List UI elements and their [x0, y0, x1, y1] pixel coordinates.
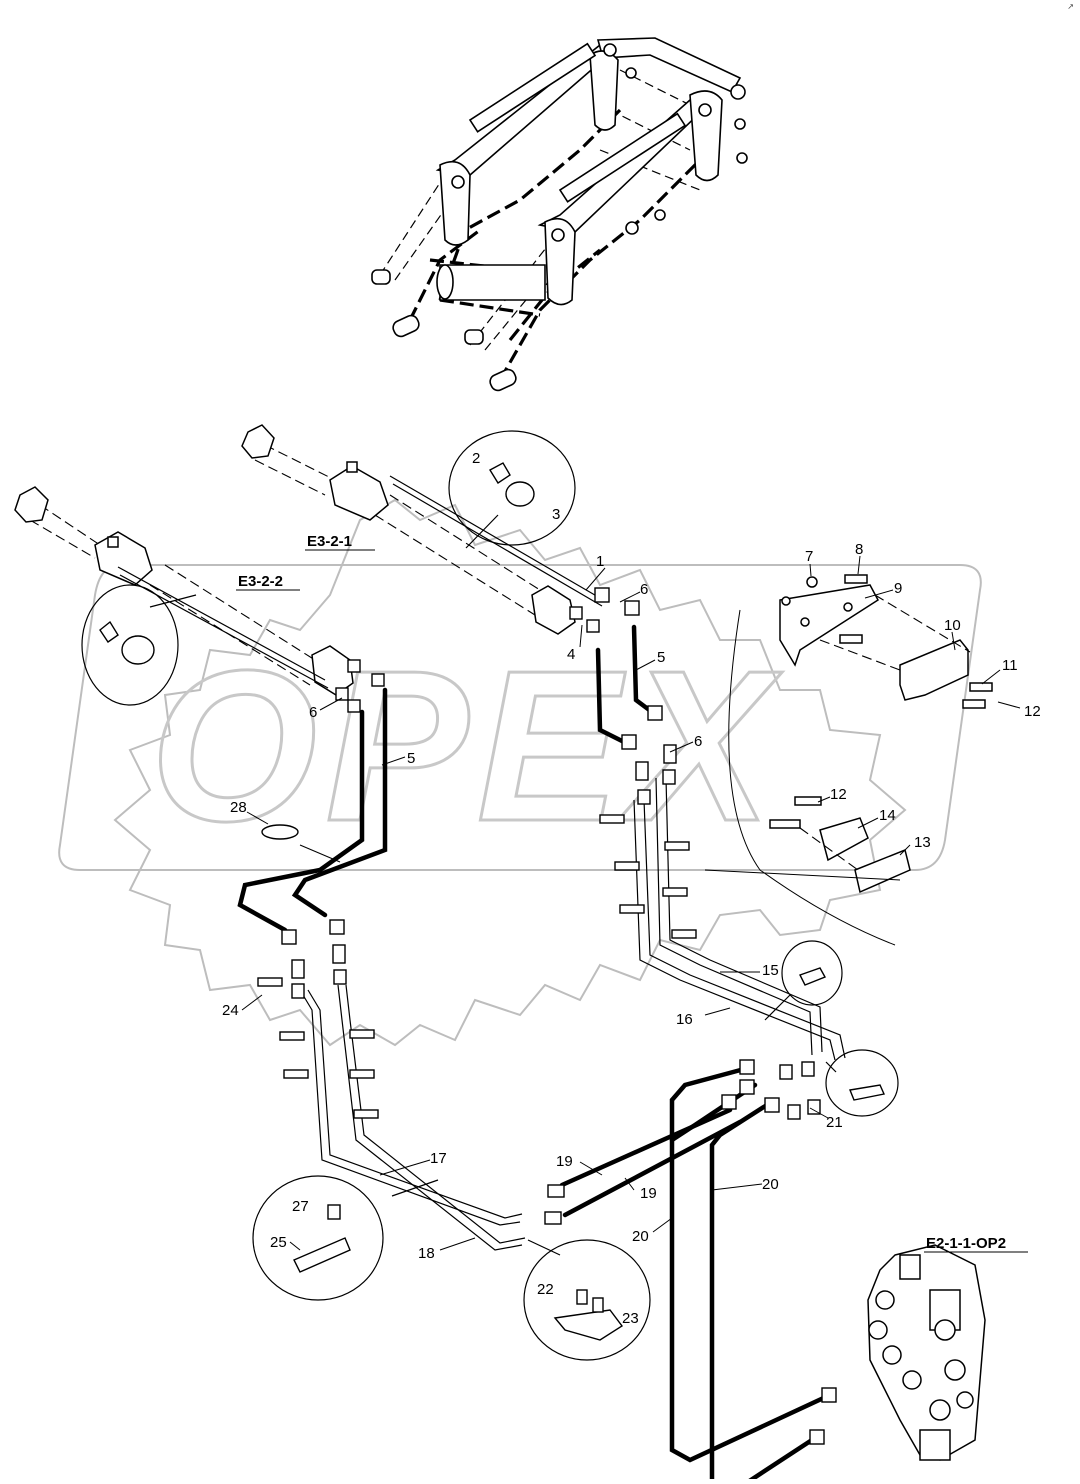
watermark: OPEX: [58, 498, 982, 1047]
callout-14[interactable]: 14: [879, 807, 896, 824]
callout-9[interactable]: 9: [894, 580, 902, 597]
callout-3[interactable]: 3: [552, 506, 560, 523]
callout-5-left[interactable]: 5: [407, 750, 415, 767]
detail-circle-22-23: [523, 1239, 651, 1361]
tube-clamps: [257, 814, 697, 1119]
callout-numbers: 1 2 3 4 5 5 6 6 6 7 8 9 10 11 12 12 13 1…: [222, 450, 1041, 1327]
callout-17[interactable]: 17: [430, 1150, 447, 1167]
callout-23[interactable]: 23: [622, 1310, 639, 1327]
callout-28[interactable]: 28: [230, 799, 247, 816]
callout-6-top[interactable]: 6: [640, 581, 648, 598]
callout-11[interactable]: 11: [1002, 657, 1018, 674]
callout-12-right[interactable]: 12: [1024, 703, 1041, 720]
corner-mark: ↗: [1067, 2, 1074, 11]
callout-21[interactable]: 21: [826, 1114, 843, 1131]
callout-7[interactable]: 7: [805, 548, 813, 565]
callout-12-lower[interactable]: 12: [830, 786, 847, 803]
callout-20-left[interactable]: 20: [632, 1228, 649, 1245]
callout-27[interactable]: 27: [292, 1198, 309, 1215]
callout-18[interactable]: 18: [418, 1245, 435, 1262]
bracket-assembly: [704, 574, 993, 946]
callout-10[interactable]: 10: [944, 617, 961, 634]
callout-22[interactable]: 22: [537, 1281, 554, 1298]
ref-e3-2-2[interactable]: E3-2-2: [238, 573, 283, 590]
detail-circle-clamp-left: [81, 584, 179, 706]
callout-16[interactable]: 16: [676, 1011, 693, 1028]
callout-6-mid[interactable]: 6: [694, 733, 702, 750]
ref-e3-2-1[interactable]: E3-2-1: [307, 533, 352, 550]
callout-19-top[interactable]: 19: [556, 1153, 573, 1170]
watermark-text: OPEX: [149, 624, 783, 868]
callout-8[interactable]: 8: [855, 541, 863, 558]
svg-text:OPEX: OPEX: [150, 625, 783, 866]
detail-callouts: [81, 430, 899, 1361]
callout-4[interactable]: 4: [567, 646, 575, 663]
callout-13[interactable]: 13: [914, 834, 931, 851]
callout-20-right[interactable]: 20: [762, 1176, 779, 1193]
callout-2[interactable]: 2: [472, 450, 480, 467]
detail-parts: [99, 462, 885, 1341]
callout-25[interactable]: 25: [270, 1234, 287, 1251]
callout-19-bottom[interactable]: 19: [640, 1185, 657, 1202]
callout-24[interactable]: 24: [222, 1002, 239, 1019]
detail-circle-25-27: [252, 1175, 384, 1301]
detail-circle-21: [825, 1049, 899, 1117]
callout-5-right[interactable]: 5: [657, 649, 665, 666]
detail-circle-clip: [781, 940, 843, 1006]
callout-15[interactable]: 15: [762, 962, 779, 979]
reference-labels: E3-2-1 E3-2-2 E2-1-1-OP2: [236, 533, 1028, 1253]
ref-e2-1-1-op2[interactable]: E2-1-1-OP2: [926, 1235, 1006, 1252]
detail-circle-clamp-2-3: [448, 430, 576, 546]
control-valve: [867, 1244, 986, 1461]
fittings: [257, 587, 837, 1445]
loader-frame-illustration: [371, 37, 748, 392]
callout-1[interactable]: 1: [596, 553, 604, 570]
leader-lines: [241, 555, 1021, 1251]
callout-6-left[interactable]: 6: [309, 704, 317, 721]
